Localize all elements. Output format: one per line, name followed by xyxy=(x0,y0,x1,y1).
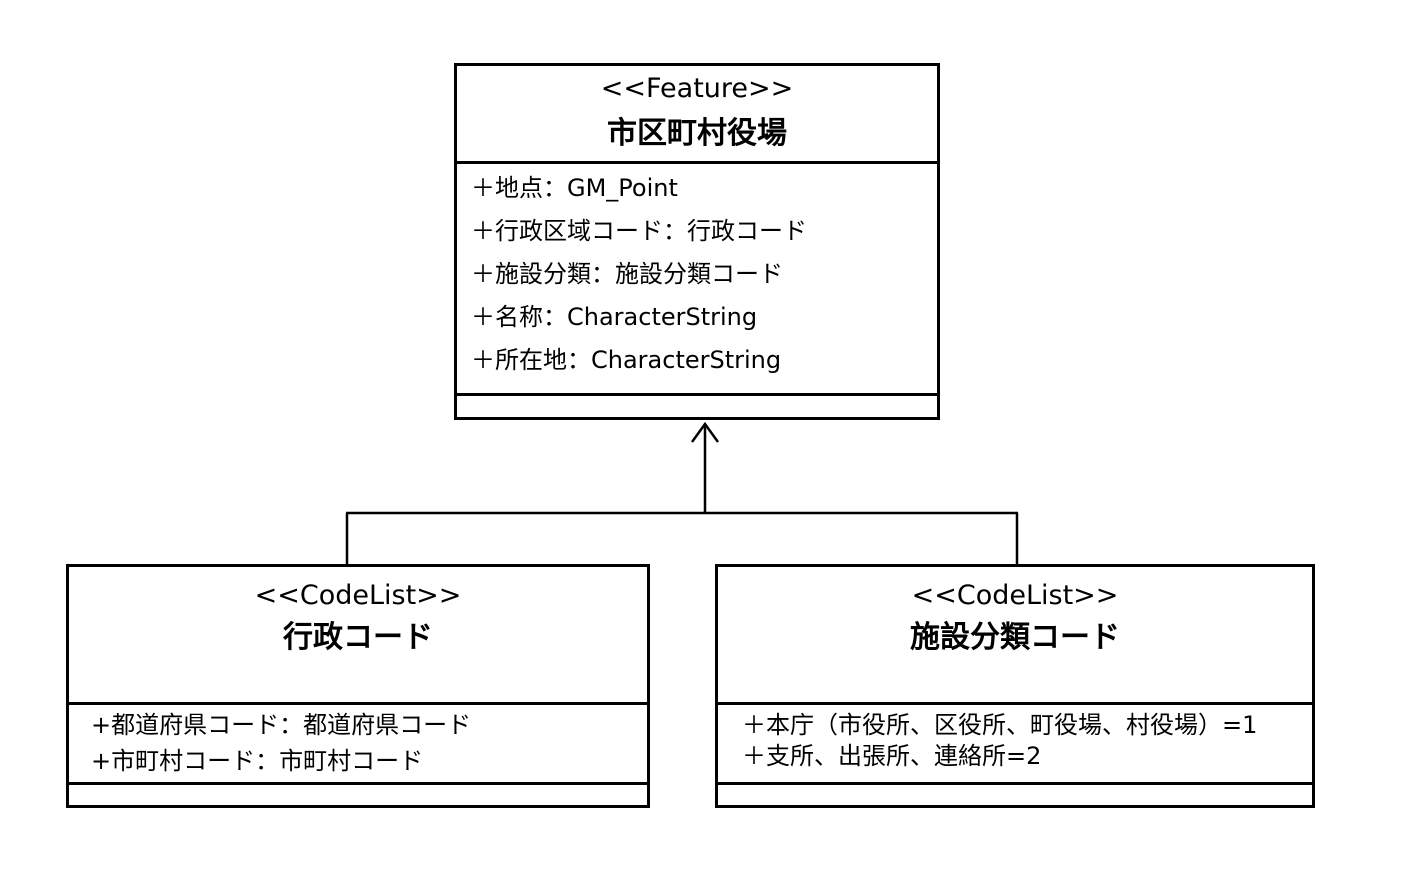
attribute-row: ＋施設分類：施設分類コード xyxy=(471,260,783,288)
class-name: 市区町村役場 xyxy=(607,116,787,151)
stereotype-label: <<CodeList>> xyxy=(254,580,462,611)
attribute-row: ＋地点：GM_Point xyxy=(471,174,678,202)
class-facility-code: <<CodeList>> 施設分類コード ＋本庁（市役所、区役所、町役場、村役場… xyxy=(715,564,1315,808)
class-name: 施設分類コード xyxy=(910,620,1120,655)
attribute-row: +都道府県コード：都道府県コード xyxy=(91,711,472,739)
stereotype-label: <<CodeList>> xyxy=(911,580,1119,611)
attribute-row: ＋所在地：CharacterString xyxy=(471,346,782,374)
attribute-compartment: +都道府県コード：都道府県コード +市町村コード：市町村コード xyxy=(69,702,647,785)
class-header: <<Feature>> 市区町村役場 xyxy=(457,66,937,162)
open-arrowhead-icon xyxy=(690,421,720,443)
attribute-compartment: ＋地点：GM_Point ＋行政区域コード：行政コード ＋施設分類：施設分類コー… xyxy=(457,161,937,396)
stereotype-label: <<Feature>> xyxy=(600,73,794,104)
operation-compartment xyxy=(718,782,1312,805)
operation-compartment xyxy=(457,393,937,417)
class-admin-code: <<CodeList>> 行政コード +都道府県コード：都道府県コード +市町村… xyxy=(66,564,650,808)
attribute-row: ＋行政区域コード：行政コード xyxy=(471,217,807,245)
attribute-compartment: ＋本庁（市役所、区役所、町役場、村役場）=1 ＋支所、出張所、連絡所=2 xyxy=(718,702,1312,785)
operation-compartment xyxy=(69,782,647,805)
attribute-row: ＋支所、出張所、連絡所=2 xyxy=(742,742,1042,770)
class-header: <<CodeList>> 行政コード xyxy=(69,567,647,703)
attribute-row: ＋名称：CharacterString xyxy=(471,303,758,331)
class-municipal-office: <<Feature>> 市区町村役場 ＋地点：GM_Point ＋行政区域コード… xyxy=(454,63,940,420)
attribute-row: ＋本庁（市役所、区役所、町役場、村役場）=1 xyxy=(742,711,1258,739)
attribute-row: +市町村コード：市町村コード xyxy=(91,747,424,775)
class-header: <<CodeList>> 施設分類コード xyxy=(718,567,1312,703)
class-name: 行政コード xyxy=(283,620,433,655)
